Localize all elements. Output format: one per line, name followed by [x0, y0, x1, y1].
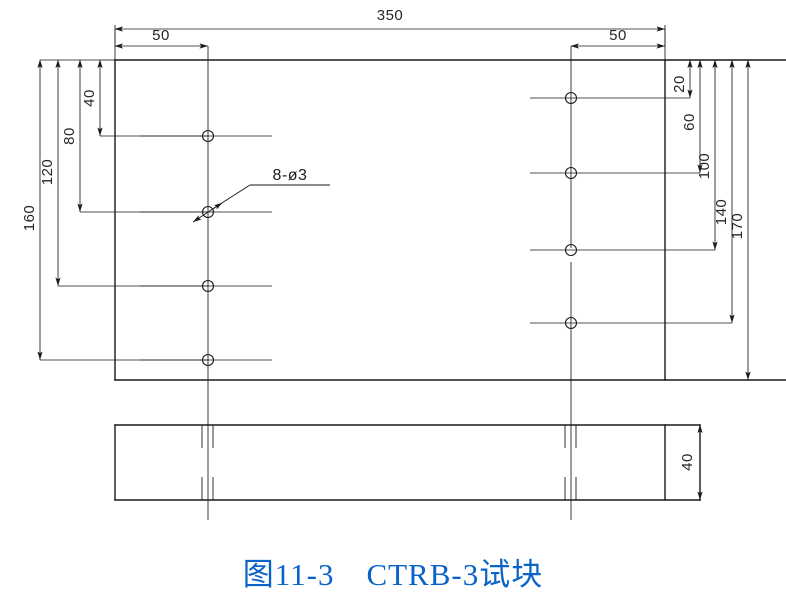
dim-label-left50: 50 [152, 27, 170, 44]
dim-label-right50: 50 [609, 27, 627, 44]
side-hole-marks-right [564, 425, 577, 500]
dim-label-100: 100 [696, 153, 713, 180]
left-dimension-chain: 40 80 120 160 [21, 59, 208, 361]
dimension-left-offset-50: 50 [114, 27, 209, 60]
hole-right-1-circle [564, 91, 578, 105]
dimension-right-offset-50: 50 [570, 27, 666, 60]
hole-right-3-circle [564, 243, 578, 257]
hole-right-2 [530, 166, 700, 180]
hole-right-4-circle [564, 316, 578, 330]
right-dimension-chain: 20 60 100 140 170 [665, 59, 751, 381]
dim-label-120: 120 [39, 159, 56, 186]
hole-callout-annotation: 8-ø3 [192, 167, 330, 223]
side-view: 40 [114, 424, 703, 501]
dim-label-170: 170 [729, 213, 746, 240]
hole-right-1 [530, 91, 690, 105]
right-hole-column [530, 60, 732, 520]
hole-right-2-circle [564, 166, 578, 180]
dim-label-160: 160 [21, 205, 38, 232]
dimension-thickness-40: 40 [679, 424, 703, 500]
dim-label-140: 140 [713, 199, 730, 226]
dim-label-60: 60 [681, 113, 698, 131]
dim-label-20: 20 [671, 75, 688, 93]
hole-right-4 [530, 316, 732, 330]
callout-double-arrow [192, 202, 223, 223]
hole-callout-label: 8-ø3 [273, 167, 308, 184]
hole-right-3 [530, 243, 715, 257]
dim-label-350: 350 [377, 7, 404, 24]
figure-caption: 图11-3 CTRB-3试块 [243, 557, 543, 592]
dim-label-thickness-40: 40 [679, 453, 696, 471]
dim-label-80: 80 [61, 127, 78, 145]
side-hole-marks-left [201, 425, 214, 500]
dim-label-40: 40 [81, 89, 98, 107]
